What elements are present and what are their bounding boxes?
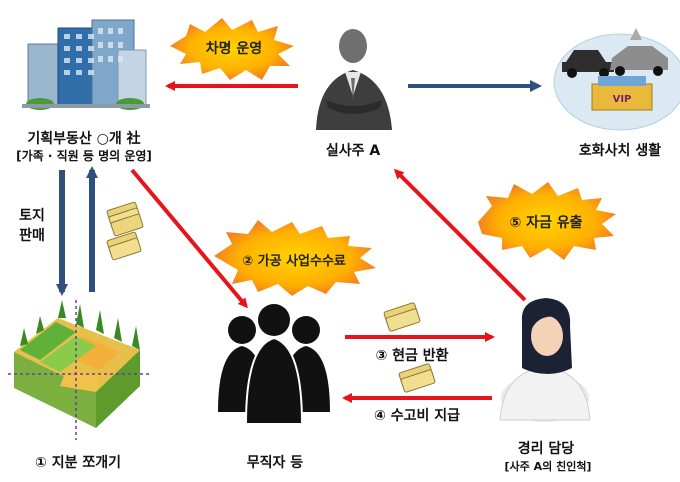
arrow-accountant-to-owner: [393, 168, 527, 302]
unemployed-title: 무직자 등: [246, 455, 304, 471]
label-nominee-operation: 차명 운영: [205, 41, 263, 57]
luxury-title: 호화사치 생활: [578, 143, 662, 159]
people-group-icon: [218, 304, 330, 425]
label-fee-payment: ④ 수고비 지급: [373, 408, 460, 424]
owner-title: 실사주 A: [325, 143, 381, 159]
label-fund-outflow: ⑤ 자금 유출: [509, 215, 583, 231]
vip-sign: VIP: [613, 94, 632, 105]
accountant-title: 경리 담당: [517, 441, 575, 457]
money-stack-icon: [106, 201, 144, 237]
land-parcel-icon: [8, 300, 150, 440]
burst-nominee: [170, 18, 294, 80]
luxury-car-icon: VIP: [553, 28, 680, 131]
label-fake-commission: ② 가공 사업수수료: [242, 254, 346, 269]
label-land-sale: 토지 판매: [19, 208, 45, 244]
land-title: ① 지분 쪼개기: [34, 455, 121, 471]
woman-icon: [499, 298, 591, 422]
company-subtitle: [가족 · 직원 등 명의 운영]: [16, 149, 152, 163]
money-stack-icon: [398, 363, 436, 393]
money-stack-icon: [106, 231, 142, 261]
money-stack-icon: [383, 302, 421, 332]
burst-outflow: [478, 182, 616, 260]
burst-commission: [214, 220, 376, 296]
businessman-icon: [316, 29, 392, 130]
label-cash-return: ③ 현금 반환: [375, 348, 449, 364]
company-title: 기획부동산 ○개 社: [27, 131, 141, 147]
accountant-subtitle: [사주 A의 친인척]: [504, 460, 592, 473]
buildings-icon: [22, 19, 150, 110]
arrow-company-to-unemployed: [130, 168, 248, 309]
